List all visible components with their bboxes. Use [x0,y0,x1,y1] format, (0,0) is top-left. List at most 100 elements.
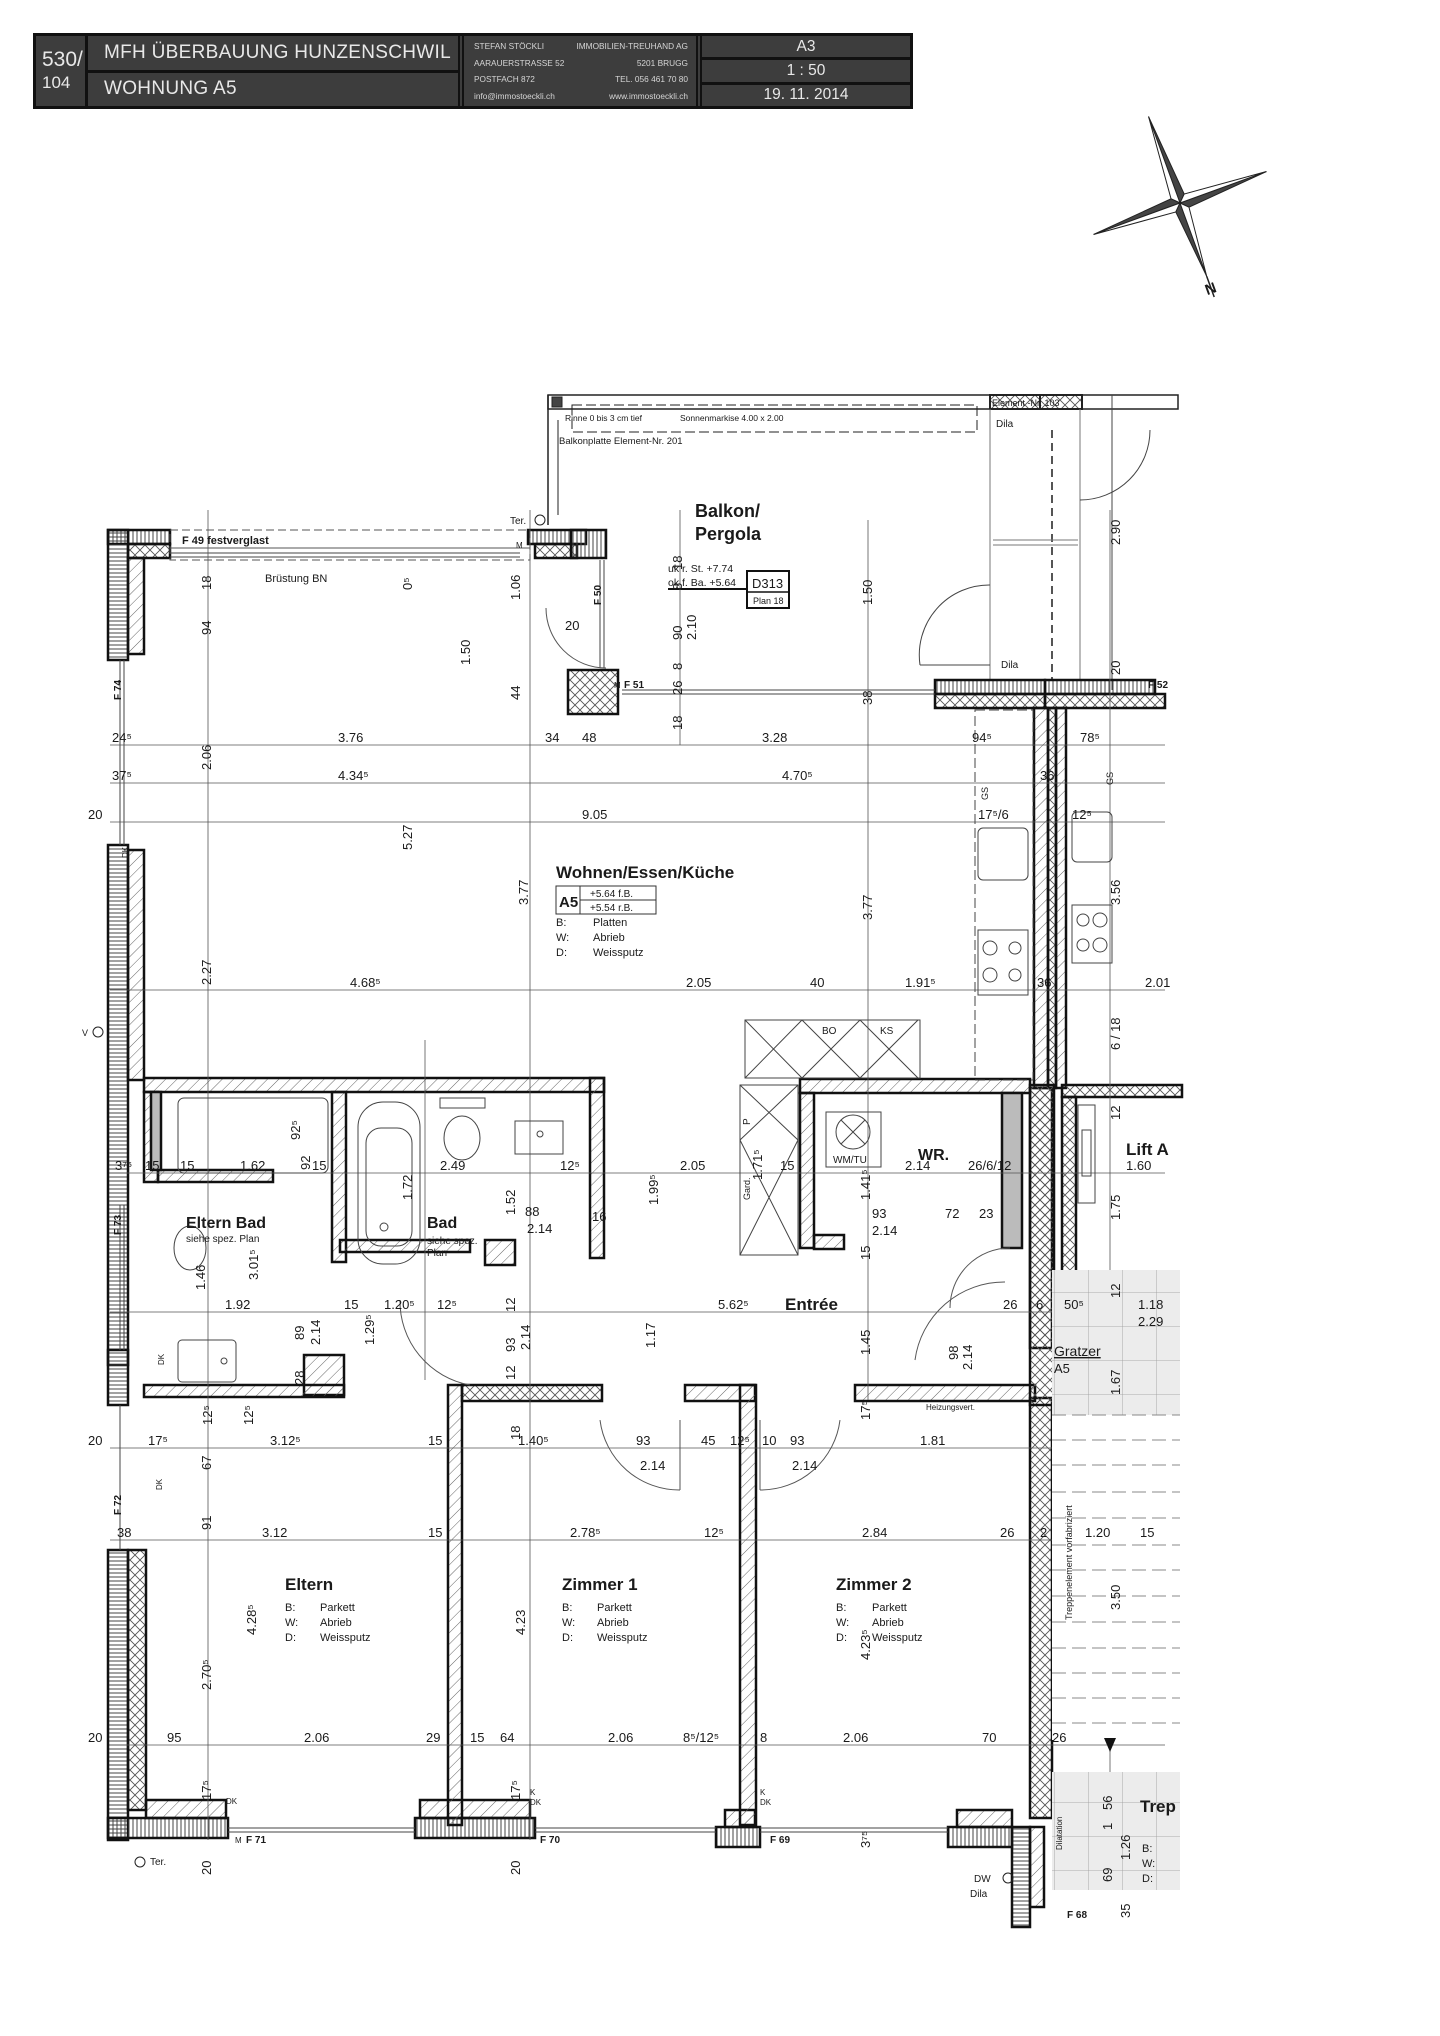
dim: 1.81 [920,1433,945,1448]
dim: 78⁵ [1080,730,1100,745]
dim: 64 [500,1730,514,1745]
office-company: IMMOBILIEN-TREUHAND AG [576,41,688,51]
dim: 36 [1040,768,1054,783]
room-name-lift: Lift A [1126,1140,1169,1159]
balkon-uk: uk r. St. +7.74 [668,563,733,575]
project-name: MFH ÜBERBAUUNG HUNZENSCHWIL [88,36,458,73]
m-label: M [516,541,523,550]
dim: 56 [1100,1796,1115,1810]
dim: 2.14 [518,1325,533,1350]
finish-key: W: [562,1617,575,1629]
finish-value: Weissputz [320,1632,371,1644]
dim: 1.17 [643,1323,658,1348]
room-zimmer1: Zimmer 1 B: Parkett W: Abrieb D: Weisspu… [562,1575,648,1644]
dim: 67 [199,1456,214,1470]
dk-label-2: DK [157,1353,166,1365]
room-name-eltern: Eltern [285,1575,333,1594]
finish-value: Parkett [597,1602,632,1614]
window-f70: F 70 [540,1835,560,1846]
interior-walls [142,1076,1184,1827]
window-f68: F 68 [1067,1910,1087,1921]
window-f69: F 69 [770,1835,790,1846]
bad-note-2: Plan [427,1248,447,1259]
dim: 34 [545,730,559,745]
dim: 93 [872,1206,886,1221]
dim: 17⁵/6 [978,807,1009,822]
north-arrow-icon: N [1093,116,1267,299]
k-label-5: K [530,1788,536,1797]
dim: 2.14 [792,1458,817,1473]
dim: 2.27 [199,960,214,985]
dim: 18 [508,1426,523,1440]
finish-key: D: [562,1632,573,1644]
room-name-zimmer1: Zimmer 1 [562,1575,638,1594]
dim: 1.50 [860,580,875,605]
dim: 1.52 [503,1190,518,1215]
gard-label: Gard. [742,1177,752,1200]
dim: 2.14 [308,1320,323,1345]
window-f73: F 73 [113,1215,124,1235]
dim: 12⁵ [704,1525,724,1540]
stair-area [1052,1270,1180,1890]
project-cell: MFH ÜBERBAUUNG HUNZENSCHWIL WOHNUNG A5 [88,36,464,106]
dim: 12⁵ [200,1405,215,1425]
dim: 8 [760,1730,767,1745]
dim: 93 [636,1433,650,1448]
dim: 15 [180,1158,194,1173]
dim: 2.10 [684,615,699,640]
dim: 12⁵ [730,1433,750,1448]
dim: 1.75 [1108,1195,1123,1220]
window-f49-label: F 49 festverglast [182,535,269,547]
bruestung-label: Brüstung BN [265,573,327,585]
dk-label-5: DK [530,1798,542,1807]
dila-note-top: Dila [996,419,1014,430]
dim: 12 [503,1366,518,1380]
dim: 92 [298,1156,313,1170]
plan-date: 19. 11. 2014 [763,86,849,104]
element-note: Element -Nr. 103 [992,398,1060,408]
dim: 2.49 [440,1158,465,1173]
k-label-6: K [760,1788,766,1797]
dim: 2.90 [1108,520,1123,545]
dw-label: DW [974,1874,991,1885]
dim: 1.06 [508,575,523,600]
dim: 94⁵ [972,730,992,745]
finish-value: Abrieb [597,1617,629,1629]
dim: 3.77 [516,880,531,905]
level-fb: +5.64 f.B. [590,889,633,900]
window-f72: F 72 [113,1495,124,1515]
dim: 4.23⁵ [858,1629,873,1660]
finish-value: Abrieb [872,1617,904,1629]
north-label: N [1203,279,1219,299]
room-name-eltern-bad: Eltern Bad [186,1215,266,1232]
office-name: STEFAN STÖCKLI [474,41,545,51]
gratzer-code: A5 [1054,1361,1070,1376]
detail-ref-label: D313 [752,576,783,591]
dim: 20 [508,1861,523,1875]
dim: 4.28⁵ [244,1604,259,1635]
dim: 3.12⁵ [270,1433,301,1448]
cooktop-icon [977,929,1029,996]
dim: 1.60 [1126,1158,1151,1173]
dim: 12 [1108,1284,1123,1298]
v-label: V [82,1028,88,1038]
dim: 29 [426,1730,440,1745]
dim: 26 [1052,1730,1066,1745]
window-f52: F 52 [1148,680,1168,691]
stair-direction-arrow-icon [1104,1738,1116,1752]
dim: 15 [470,1730,484,1745]
dim: 3.56 [1108,880,1123,905]
window-f51: F 51 [624,680,644,691]
finish-key: B: [556,917,566,929]
level-rb: +5.54 r.B. [590,903,633,914]
m-label-2: M [235,1836,242,1845]
room-name-balkon-1: Balkon/ [695,501,760,521]
bad-note-1: siehe spez. [427,1236,478,1247]
dim: 0⁵ [400,577,415,590]
dim: 26/6/12 [968,1158,1011,1173]
p-label: P [742,1118,753,1125]
dim: 1.40⁵ [518,1433,549,1448]
dim: 20 [88,1730,102,1745]
dim: 16 [592,1209,606,1224]
dim: 20 [565,618,579,633]
